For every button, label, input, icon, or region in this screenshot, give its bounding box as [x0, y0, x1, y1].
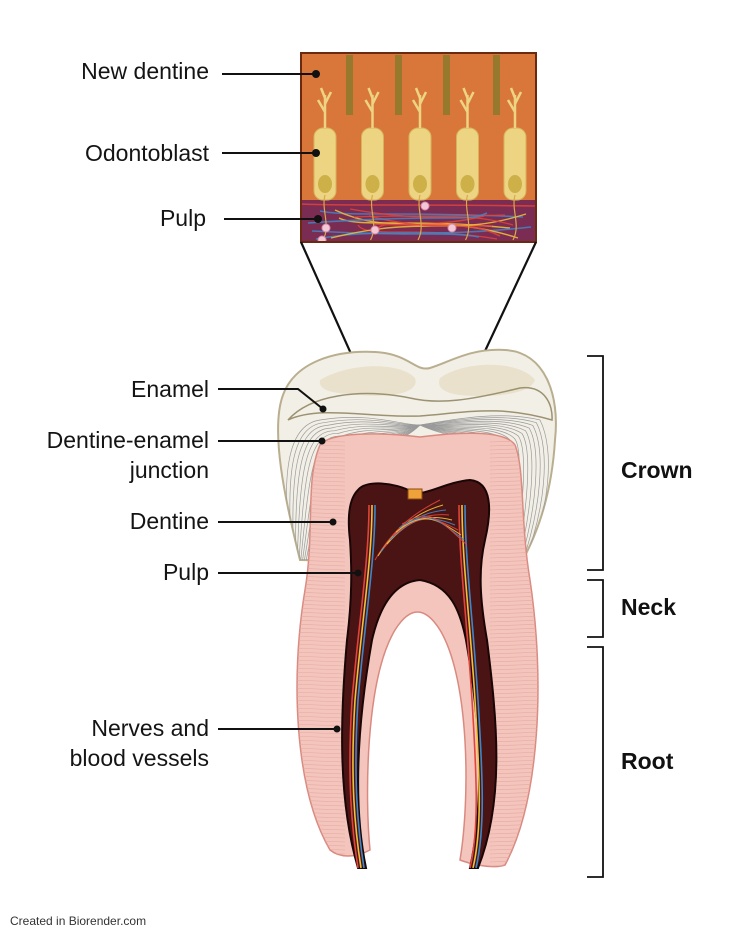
- label-dej-line1: Dentine-enamel: [46, 427, 209, 453]
- label-pulp: Pulp: [162, 559, 209, 585]
- leader-lines: [218, 70, 362, 733]
- dentinal-tubule: [346, 55, 353, 115]
- dentinal-tubule: [443, 55, 450, 115]
- label-dej: Dentine-enamel junction: [47, 425, 209, 485]
- inset-panel: [300, 52, 537, 243]
- label-root: Root: [621, 748, 674, 774]
- odontoblast-cell: [503, 87, 527, 241]
- label-dentine: Dentine: [129, 508, 209, 534]
- sample-region-marker: [407, 488, 423, 500]
- dentinal-tubule: [395, 55, 402, 115]
- label-neck: Neck: [621, 594, 676, 620]
- label-dej-line2: junction: [129, 457, 209, 483]
- label-nerves: Nerves and blood vessels: [70, 713, 209, 773]
- odontoblast-cell: [361, 87, 384, 241]
- crown-bracket: [587, 355, 604, 571]
- left-canal-vessel: [355, 504, 376, 869]
- right-canal-vessel: [464, 504, 484, 869]
- label-crown: Crown: [621, 457, 693, 483]
- odontoblast-cell: [313, 87, 337, 241]
- region-brackets: [587, 355, 604, 878]
- root-bracket: [587, 646, 604, 878]
- left-canal-vessel: [352, 504, 373, 869]
- label-new-dentine: New dentine: [81, 58, 209, 84]
- label-nerves-line2: blood vessels: [69, 745, 209, 771]
- odontoblast-cell: [408, 87, 432, 241]
- dentinal-tubule: [493, 55, 500, 115]
- pulp-cell: [420, 201, 430, 211]
- pulp-cell: [370, 225, 380, 235]
- odontoblast-cell: [456, 87, 479, 241]
- pulp: [341, 478, 498, 869]
- label-nerves-line1: Nerves and: [91, 715, 209, 741]
- pulp-cell: [447, 223, 457, 233]
- right-canal-vessel: [461, 504, 481, 869]
- label-odontoblast: Odontoblast: [84, 140, 209, 166]
- neck-bracket: [587, 579, 604, 638]
- right-canal-vessel: [458, 504, 478, 869]
- tooth: [277, 348, 557, 869]
- pulp-cell: [321, 223, 331, 233]
- label-enamel: Enamel: [131, 376, 209, 402]
- pulp-cell: [317, 235, 327, 242]
- credit-text: Created in Biorender.com: [10, 914, 147, 928]
- label-inset-pulp: Pulp: [159, 205, 206, 231]
- left-canal-vessel: [349, 504, 370, 869]
